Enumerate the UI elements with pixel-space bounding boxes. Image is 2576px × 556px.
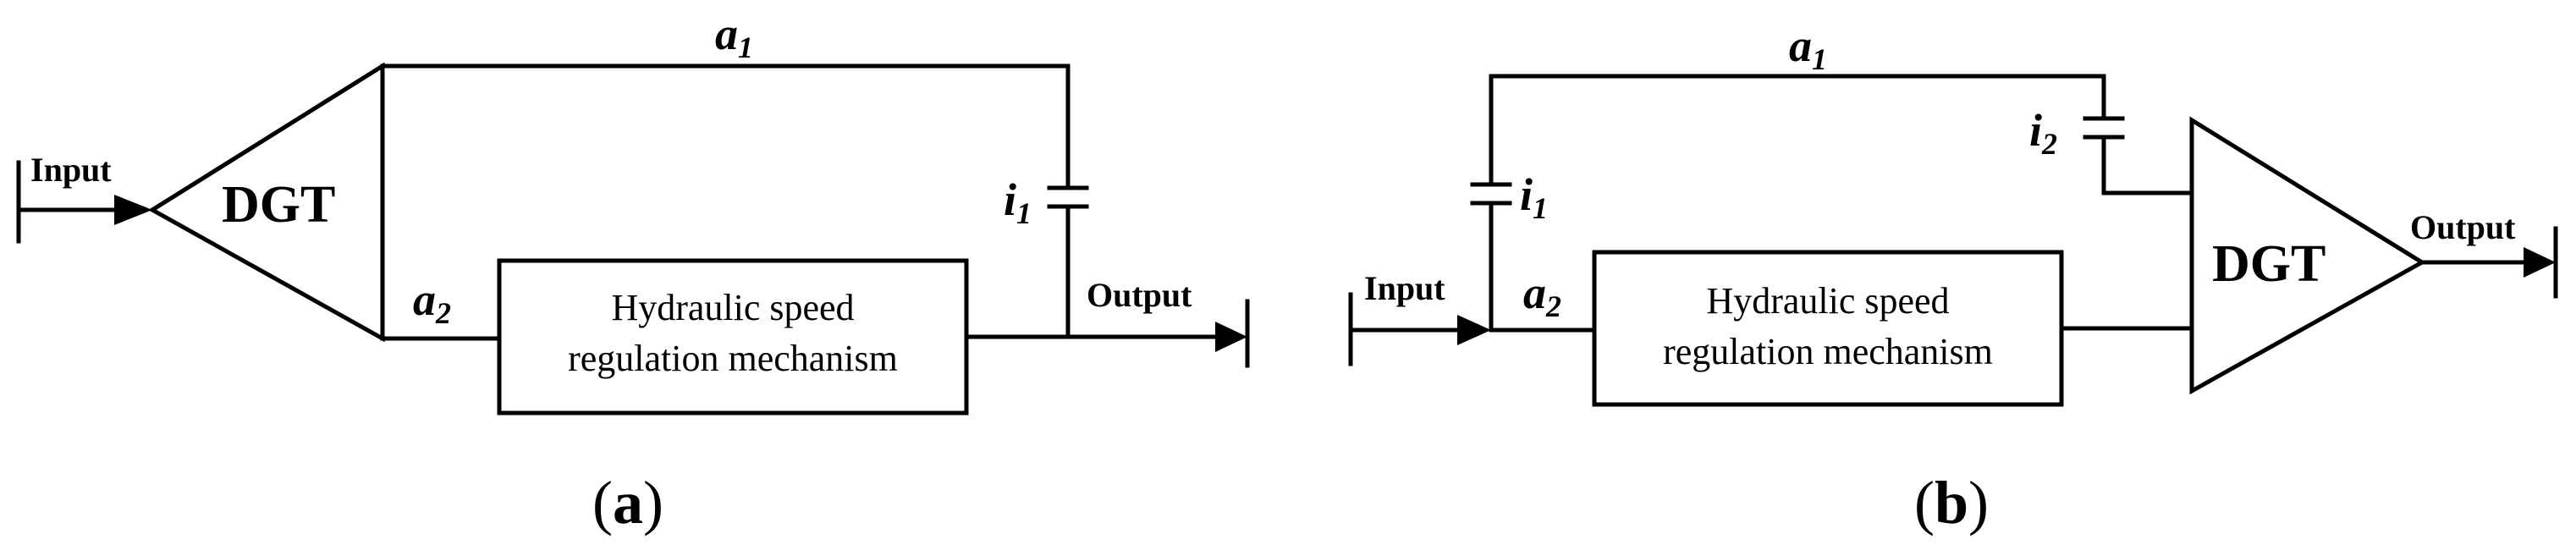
panel-b: a1 i1 i2 Input a2 Hydraulic speed regula…: [1348, 20, 2558, 537]
output-b-label: Output: [2410, 208, 2516, 246]
path-a1-a-label: a1: [715, 8, 753, 64]
hydraulic-box-a-line2: regulation mechanism: [568, 338, 898, 379]
output-a-arrow-icon: [1215, 322, 1247, 352]
hydraulic-box-b: [1592, 250, 2064, 407]
hydraulic-box-b-line2: regulation mechanism: [1663, 331, 1993, 372]
path-a1-b-label: a1: [1789, 20, 1827, 76]
dgt-a-label: DGT: [222, 176, 335, 234]
hydraulic-box-a-line1: Hydraulic speed: [611, 287, 854, 328]
dgt-b-label: DGT: [2212, 235, 2326, 293]
path-a2-b-label: a2: [1523, 267, 1561, 323]
path-a1-b-line: [1489, 74, 2106, 187]
hydraulic-box-a: [497, 258, 969, 416]
input-b-label: Input: [1364, 269, 1445, 307]
path-a2-a-label: a2: [413, 274, 451, 330]
panel-a: Input DGT a1 i1 a2 Hydraulic speed regul…: [16, 8, 1250, 537]
caption-a: (a): [592, 469, 663, 537]
clutch-i1-b-label: i1: [1520, 169, 1548, 225]
clutch-i2-b-label: i2: [2029, 105, 2057, 161]
dgt-a-triangle: [148, 62, 385, 343]
dgt-b-triangle: [2189, 116, 2426, 395]
output-a-label: Output: [1087, 276, 1192, 314]
output-b-arrow-icon: [2524, 247, 2556, 278]
input-a-label: Input: [30, 151, 112, 189]
path-a1-a-line: [380, 63, 1071, 190]
clutch-i1-a-label: i1: [1004, 174, 1032, 230]
clutch-i2-b-line: [2101, 135, 2194, 195]
caption-b: (b): [1914, 469, 1989, 537]
hydraulic-box-b-line1: Hydraulic speed: [1706, 280, 1949, 322]
input-b-arrow-icon: [1457, 315, 1491, 345]
input-a-arrow-icon: [114, 195, 152, 225]
